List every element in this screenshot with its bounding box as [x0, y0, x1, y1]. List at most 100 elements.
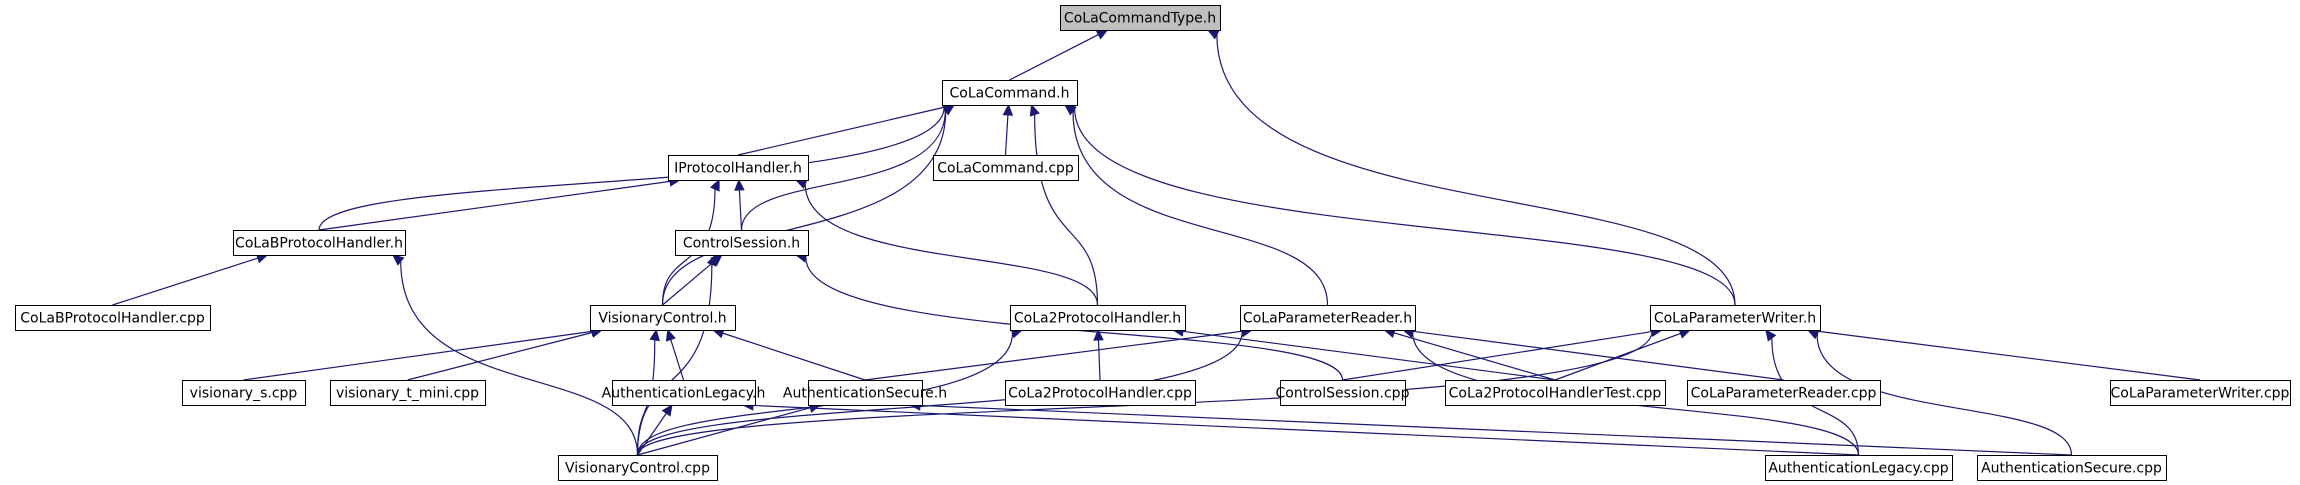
- node-box[interactable]: [942, 80, 1078, 106]
- node-controlsession_cpp[interactable]: ControlSession.cpp: [1276, 380, 1410, 406]
- edge-line: [1034, 114, 1099, 306]
- node-authenticationlegacy_h[interactable]: AuthenticationLegacy.h: [602, 380, 766, 406]
- edge-colaparameterwriter_cpp-to-colaparameterwriter_h: [1806, 326, 2201, 381]
- arrowhead-icon: [1765, 329, 1777, 342]
- edge-visionarycontrol_h-to-colacommand_h: [661, 104, 956, 306]
- node-label: CoLaCommand.cpp: [937, 161, 1074, 177]
- node-label: VisionaryControl.h: [598, 311, 726, 327]
- edge-line: [1412, 330, 1784, 381]
- node-controlsession_h[interactable]: ControlSession.h: [675, 230, 809, 256]
- edge-line: [1554, 332, 1681, 381]
- node-box[interactable]: [1445, 380, 1666, 406]
- node-box[interactable]: [1240, 305, 1416, 331]
- node-visionarycontrol_h[interactable]: VisionaryControl.h: [590, 305, 736, 331]
- edge-line: [752, 404, 1859, 456]
- node-colaparameterreader_h[interactable]: CoLaParameterReader.h: [1240, 305, 1416, 331]
- arrowhead-icon: [1095, 29, 1109, 40]
- edge-visionarycontrol_cpp-to-controlsession_h: [636, 253, 717, 456]
- node-box[interactable]: [1280, 380, 1406, 406]
- node-box[interactable]: [612, 380, 756, 406]
- node-colaparameterreader_cpp[interactable]: CoLaParameterReader.cpp: [1687, 380, 1881, 406]
- node-label: CoLaParameterWriter.h: [1654, 311, 1816, 327]
- edge-line: [661, 189, 716, 306]
- edge-colaparameterreader_cpp-to-colaparameterreader_h: [1401, 326, 1784, 381]
- node-colabprotocolhandler_cpp[interactable]: CoLaBProtocolHandler.cpp: [15, 305, 211, 331]
- node-label: VisionaryControl.cpp: [565, 461, 710, 477]
- edge-line: [737, 106, 945, 156]
- edge-authenticationsecure_h-to-visionarycontrol_h: [711, 328, 866, 381]
- node-label: CoLaParameterReader.cpp: [1691, 386, 1877, 402]
- node-colacommand_cpp[interactable]: CoLaCommand.cpp: [933, 155, 1079, 181]
- edge-line: [722, 332, 866, 381]
- edge-line: [662, 260, 715, 306]
- node-box[interactable]: [808, 380, 923, 406]
- node-authenticationlegacy_cpp[interactable]: AuthenticationLegacy.cpp: [1765, 455, 1953, 481]
- node-iprotocolhandler_h[interactable]: IProtocolHandler.h: [668, 155, 809, 181]
- edge-colabprotocolhandler_h-to-iprotocolhandler_h: [318, 176, 682, 231]
- node-colaparameterwriter_cpp[interactable]: CoLaParameterWriter.cpp: [2110, 380, 2291, 406]
- node-label: visionary_t_mini.cpp: [336, 386, 479, 402]
- edge-visionarycontrol_cpp-to-authenticationlegacy_h: [637, 403, 673, 456]
- node-box[interactable]: [668, 155, 809, 181]
- arrowhead-icon: [1002, 103, 1014, 116]
- edge-line: [637, 407, 811, 456]
- node-cola2protocolhandlertest_cpp[interactable]: CoLa2ProtocolHandlerTest.cpp: [1445, 380, 1666, 406]
- edge-line: [670, 339, 685, 381]
- node-label: CoLaParameterReader.h: [1243, 311, 1412, 327]
- node-box[interactable]: [1650, 305, 1821, 331]
- node-label: CoLaParameterWriter.cpp: [2111, 386, 2290, 402]
- edge-line: [636, 331, 1243, 456]
- node-authenticationsecure_h[interactable]: AuthenticationSecure.h: [783, 380, 947, 406]
- edge-line: [1342, 330, 1653, 381]
- edge-line: [1073, 107, 1736, 306]
- node-box[interactable]: [1005, 380, 1196, 406]
- node-box[interactable]: [233, 230, 406, 256]
- edge-line: [400, 261, 639, 456]
- node-box[interactable]: [1060, 5, 1221, 31]
- node-label: AuthenticationLegacy.cpp: [1768, 461, 1948, 477]
- node-box[interactable]: [182, 380, 306, 406]
- edge-line: [318, 106, 945, 231]
- node-box[interactable]: [590, 305, 736, 331]
- node-cola2protocolhandler_h[interactable]: CoLa2ProtocolHandler.h: [1010, 305, 1186, 331]
- node-label: CoLaBProtocolHandler.h: [235, 236, 403, 252]
- node-box[interactable]: [330, 380, 486, 406]
- node-colacommand_h[interactable]: CoLaCommand.h: [942, 80, 1078, 106]
- node-box[interactable]: [1977, 455, 2167, 481]
- edge-line: [407, 331, 593, 381]
- node-box[interactable]: [675, 230, 809, 256]
- node-colaparameterwriter_h[interactable]: CoLaParameterWriter.h: [1650, 305, 1821, 331]
- edge-line: [919, 404, 2072, 456]
- node-authenticationsecure_cpp[interactable]: AuthenticationSecure.cpp: [1977, 455, 2167, 481]
- edge-line: [1771, 338, 1860, 456]
- edge-line: [864, 330, 1243, 381]
- node-colacommandtype_h[interactable]: CoLaCommandType.h: [1060, 5, 1221, 31]
- node-box[interactable]: [1010, 305, 1186, 331]
- node-cola2protocolhandler_cpp[interactable]: CoLa2ProtocolHandler.cpp: [1005, 380, 1196, 406]
- edge-authenticationsecure_cpp-to-authenticationsecure_h: [908, 400, 2072, 456]
- edge-line: [1072, 111, 1329, 306]
- edge-line: [112, 257, 259, 306]
- node-visionary_s_cpp[interactable]: visionary_s.cpp: [182, 380, 306, 406]
- node-box[interactable]: [933, 155, 1079, 181]
- edge-cola2protocolhandlertest_cpp-to-cola2protocolhandler_h: [1171, 326, 1556, 381]
- node-label: AuthenticationLegacy.h: [602, 386, 766, 402]
- edge-controlsession_h-to-iprotocolhandler_h: [734, 178, 745, 231]
- edge-line: [243, 330, 593, 381]
- node-box[interactable]: [1765, 455, 1953, 481]
- edge-line: [1182, 330, 1556, 381]
- edge-line: [1393, 332, 1556, 381]
- edge-colacommand_cpp-to-colacommand_h: [1002, 103, 1014, 156]
- node-visionary_t_mini_cpp[interactable]: visionary_t_mini.cpp: [330, 380, 486, 406]
- node-label: CoLaCommandType.h: [1064, 11, 1216, 27]
- node-box[interactable]: [1687, 380, 1881, 406]
- node-box[interactable]: [15, 305, 211, 331]
- node-box[interactable]: [558, 455, 718, 481]
- edge-line: [636, 339, 656, 456]
- edge-authenticationlegacy_cpp-to-authenticationlegacy_h: [741, 400, 1859, 456]
- arrowhead-icon: [661, 403, 673, 417]
- node-visionarycontrol_cpp[interactable]: VisionaryControl.cpp: [558, 455, 718, 481]
- node-colabprotocolhandler_h[interactable]: CoLaBProtocolHandler.h: [233, 230, 406, 256]
- node-box[interactable]: [2110, 380, 2291, 406]
